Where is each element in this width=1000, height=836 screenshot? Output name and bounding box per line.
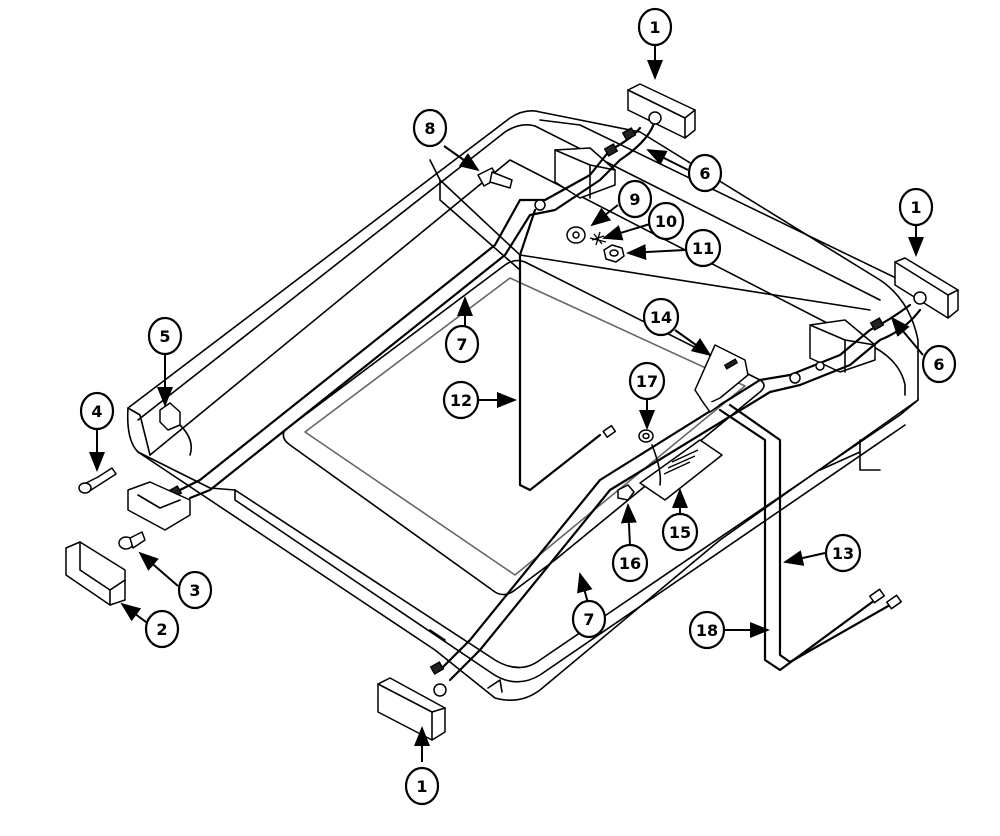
callout-label: 7 — [456, 335, 467, 354]
callout-label: 15 — [669, 523, 691, 542]
nut-part-17 — [638, 429, 662, 486]
lockwasher-part-10 — [589, 231, 607, 246]
lens-part-2 — [65, 541, 126, 606]
callout-label: 5 — [159, 327, 170, 346]
callout-1-right: 1 — [898, 187, 934, 227]
callout-label: 17 — [636, 372, 658, 391]
callout-label: 6 — [933, 355, 944, 374]
callout-10: 10 — [647, 201, 685, 241]
callout-8: 8 — [412, 108, 448, 148]
callout-1-bottom: 1 — [404, 766, 440, 806]
callout-label: 9 — [629, 190, 640, 209]
callout-14: 14 — [642, 297, 680, 337]
callout-13: 13 — [824, 533, 862, 573]
washer-part-9 — [566, 226, 586, 244]
callout-6-top: 6 — [687, 153, 723, 193]
callout-11: 11 — [684, 228, 722, 268]
lamp-right — [894, 257, 959, 319]
callout-label: 2 — [156, 620, 167, 639]
bolt-part-8 — [477, 167, 513, 189]
callout-label: 11 — [692, 239, 714, 258]
callout-label: 1 — [416, 777, 427, 796]
callout-7-upper: 7 — [444, 324, 480, 364]
callout-label: 3 — [189, 581, 200, 600]
callout-label: 4 — [91, 402, 102, 421]
callout-label: 18 — [696, 621, 718, 640]
nut-part-11 — [603, 244, 625, 263]
callout-label: 13 — [832, 544, 854, 563]
callout-label: 6 — [699, 164, 710, 183]
callout-15: 15 — [661, 512, 699, 552]
callout-16: 16 — [611, 543, 649, 583]
callout-3: 3 — [177, 570, 213, 610]
callout-6-right: 6 — [921, 344, 957, 384]
callout-5: 5 — [147, 316, 183, 356]
leader-arrows — [89, 45, 924, 762]
callout-18: 18 — [688, 610, 726, 650]
callout-label: 12 — [450, 391, 472, 410]
callout-label: 1 — [910, 198, 921, 217]
wiring-harness — [167, 118, 922, 682]
clip-part-5 — [159, 402, 193, 456]
grommet-part-16 — [617, 484, 635, 501]
callout-1-top: 1 — [637, 7, 673, 47]
callout-4: 4 — [79, 391, 115, 431]
callout-label: 16 — [619, 554, 641, 573]
callout-12: 12 — [442, 380, 480, 420]
callout-label: 10 — [655, 212, 677, 231]
screw-part-4 — [78, 467, 117, 494]
lamp-bottom — [377, 677, 447, 741]
callout-label: 7 — [583, 610, 594, 629]
callout-7-lower: 7 — [571, 599, 607, 639]
callout-2: 2 — [144, 609, 180, 649]
lamp-base-left — [127, 481, 191, 531]
bulb-part-3 — [118, 531, 146, 550]
callout-label: 1 — [649, 18, 660, 37]
bracket-part-14 — [694, 344, 749, 413]
callout-label: 8 — [424, 119, 435, 138]
lamp-top — [627, 83, 696, 139]
callout-17: 17 — [628, 361, 666, 401]
callouts: 1 1 1 2 3 4 5 6 — [79, 7, 957, 806]
callout-9: 9 — [617, 179, 653, 219]
callout-label: 14 — [650, 308, 672, 327]
